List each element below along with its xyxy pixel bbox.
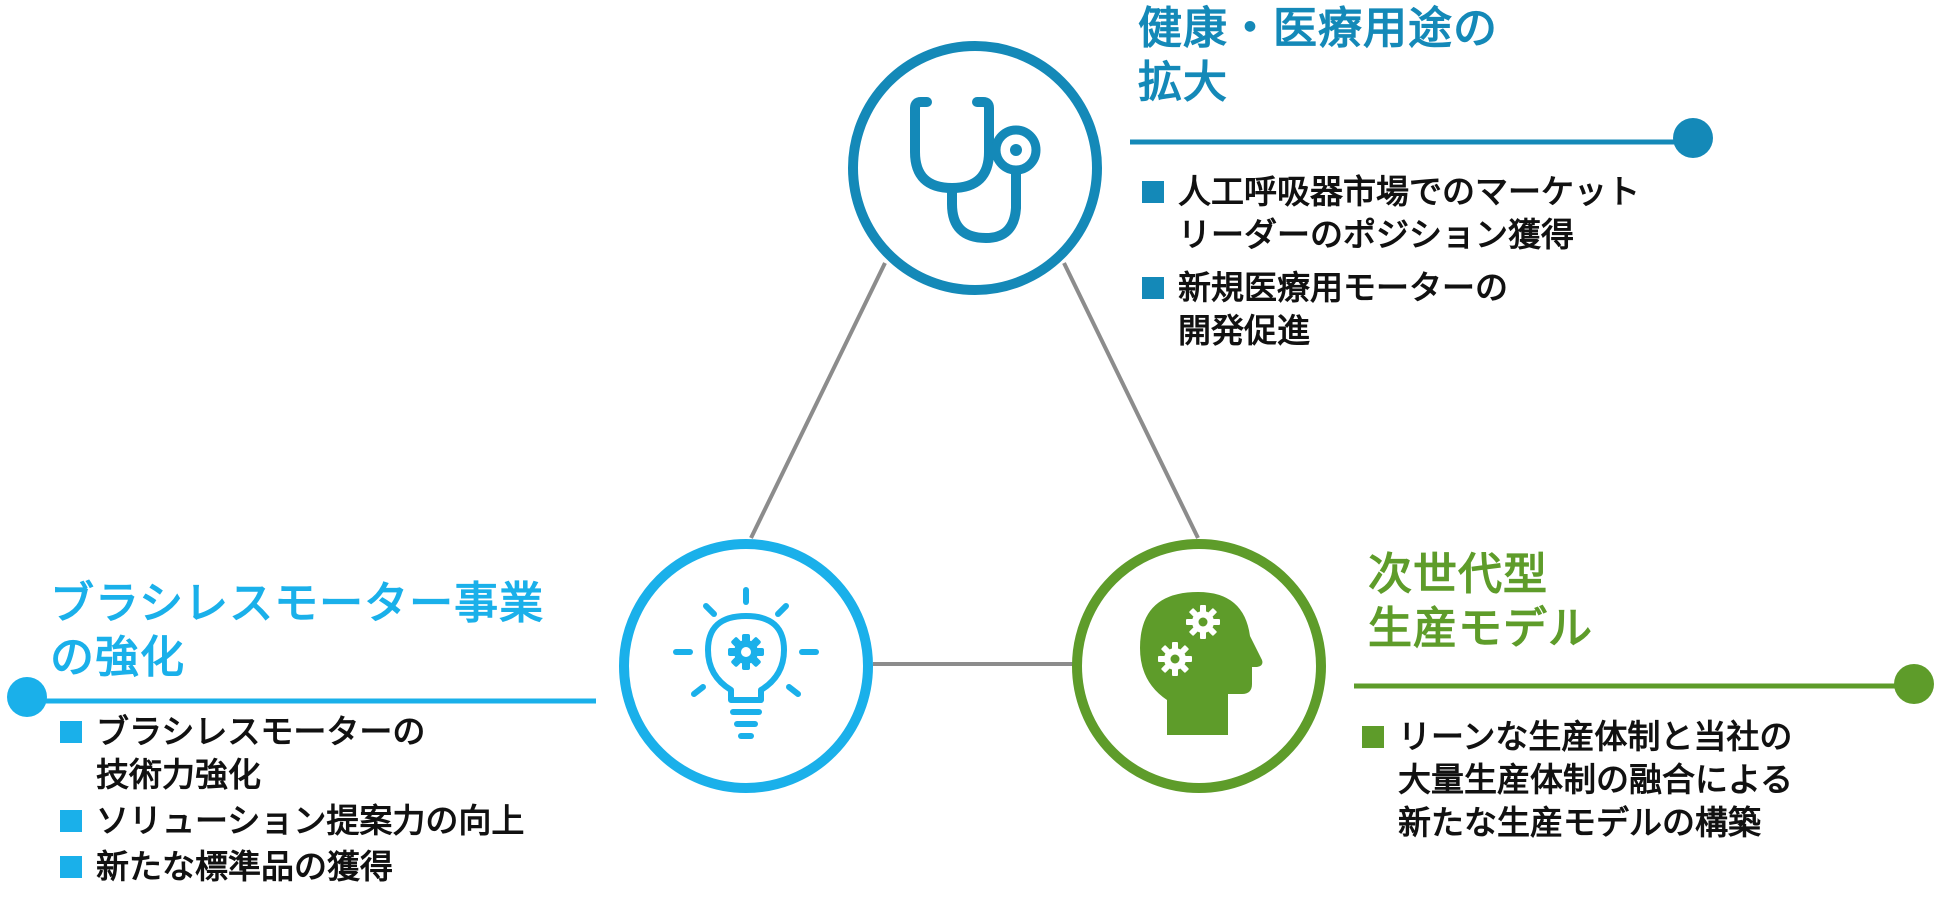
brushless-title-line: の強化 [50, 632, 185, 683]
production-node [1072, 539, 1326, 793]
bullet-text-line: 新たな生産モデルの構築 [1398, 803, 1761, 842]
health-title-line: 拡大 [1138, 57, 1228, 108]
stethoscope-icon [910, 97, 1041, 243]
square-bullet-icon [1142, 277, 1164, 299]
brushless-node [619, 539, 873, 793]
bullet-text-line: 新規医療用モーターの [1178, 268, 1508, 307]
list-item: 人工呼吸器市場でのマーケット リーダーのポジション獲得 [1142, 170, 1640, 256]
list-item: ソリューション提案力の向上 [60, 799, 524, 842]
list-item: 新規医療用モーターの 開発促進 [1142, 266, 1640, 352]
health-title-dot [1673, 118, 1713, 158]
health-bullet-list: 人工呼吸器市場でのマーケット リーダーのポジション獲得 新規医療用モーターの 開… [1142, 170, 1640, 362]
square-bullet-icon [1142, 181, 1164, 203]
square-bullet-icon [1362, 726, 1384, 748]
brushless-title-line: ブラシレスモーター事業 [50, 578, 545, 629]
square-bullet-icon [60, 810, 82, 832]
connector-health-brushless [749, 262, 887, 539]
bullet-text-line: 人工呼吸器市場でのマーケット [1178, 172, 1640, 211]
brushless-bullet-list: ブラシレスモーターの 技術力強化 ソリューション提案力の向上 新たな標準品の獲得 [60, 710, 524, 898]
production-title: 次世代型 生産モデル [1368, 548, 1593, 656]
bullet-text-line: ソリューション提案力の向上 [96, 801, 525, 840]
bullet-text-line: 開発促進 [1178, 311, 1310, 350]
production-bullet-list: リーンな生産体制と当社の 大量生産体制の融合による 新たな生産モデルの構築 [1362, 715, 1793, 854]
square-bullet-icon [60, 856, 82, 878]
production-title-line: 生産モデル [1368, 603, 1593, 654]
bullet-text-line: 大量生産体制の融合による [1398, 760, 1794, 799]
connector-health-production [1062, 262, 1200, 539]
production-title-dot [1894, 664, 1934, 704]
health-node [848, 41, 1102, 295]
list-item: ブラシレスモーターの 技術力強化 [60, 710, 524, 796]
health-title: 健康・医療用途の 拡大 [1138, 2, 1498, 110]
list-item: 新たな標準品の獲得 [60, 845, 524, 888]
brushless-title: ブラシレスモーター事業 の強化 [50, 577, 544, 685]
square-bullet-icon [60, 721, 82, 743]
brushless-title-dot [7, 677, 47, 717]
production-title-line: 次世代型 [1368, 549, 1548, 600]
head-gears-icon [1140, 592, 1263, 735]
bullet-text-line: ブラシレスモーターの [96, 712, 426, 751]
health-title-line: 健康・医療用途の [1138, 3, 1498, 54]
list-item: リーンな生産体制と当社の 大量生産体制の融合による 新たな生産モデルの構築 [1362, 715, 1793, 844]
lightbulb-gear-icon [673, 587, 819, 739]
bullet-text-line: リーンな生産体制と当社の [1398, 717, 1793, 756]
health-node-circle [848, 41, 1102, 295]
bullet-text-line: 新たな標準品の獲得 [96, 847, 393, 886]
bullet-text-line: 技術力強化 [96, 755, 261, 794]
bullet-text-line: リーダーのポジション獲得 [1178, 215, 1574, 254]
